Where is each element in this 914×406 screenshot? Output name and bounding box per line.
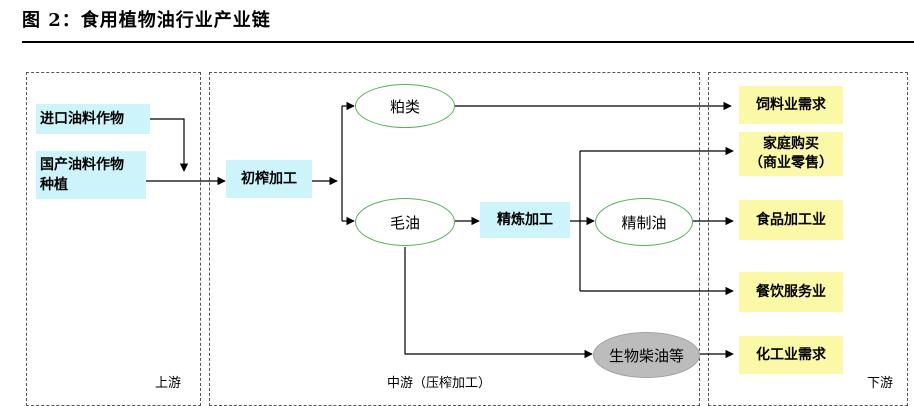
food-processing-box: 食品加工业 bbox=[739, 200, 843, 240]
meal-ellipse: 粕类 bbox=[355, 84, 455, 128]
domestic-crops-line2: 种植 bbox=[40, 177, 68, 193]
household-purchase-box: 家庭购买 （商业零售） bbox=[739, 132, 843, 176]
domestic-crops-line1: 国产油料作物 bbox=[40, 157, 124, 173]
upstream-label: 上游 bbox=[155, 376, 182, 391]
household-line1: 家庭购买 bbox=[763, 136, 819, 152]
primary-processing-box: 初榨加工 bbox=[226, 160, 312, 198]
imported-crops-box: 进口油料作物 bbox=[36, 104, 150, 134]
household-line2: （商业零售） bbox=[749, 155, 833, 171]
refining-box: 精炼加工 bbox=[480, 202, 570, 238]
figure-title: 图 2：食用植物油行业产业链 bbox=[22, 10, 271, 31]
arrow-crude-to-biodiesel bbox=[404, 247, 593, 359]
domestic-crops-box: 国产油料作物 种植 bbox=[36, 151, 146, 199]
catering-box: 餐饮服务业 bbox=[739, 272, 843, 312]
refined-oil-ellipse: 精制油 bbox=[595, 198, 693, 246]
downstream-label: 下游 bbox=[867, 376, 894, 391]
midstream-label: 中游（压榨加工） bbox=[387, 376, 492, 391]
title-rule bbox=[22, 41, 914, 43]
feed-demand-box: 饲料业需求 bbox=[739, 86, 843, 124]
biodiesel-ellipse: 生物柴油等 bbox=[593, 332, 700, 378]
arrow-imported bbox=[150, 118, 189, 172]
chemical-demand-box: 化工业需求 bbox=[739, 336, 843, 374]
crude-oil-ellipse: 毛油 bbox=[355, 198, 455, 246]
